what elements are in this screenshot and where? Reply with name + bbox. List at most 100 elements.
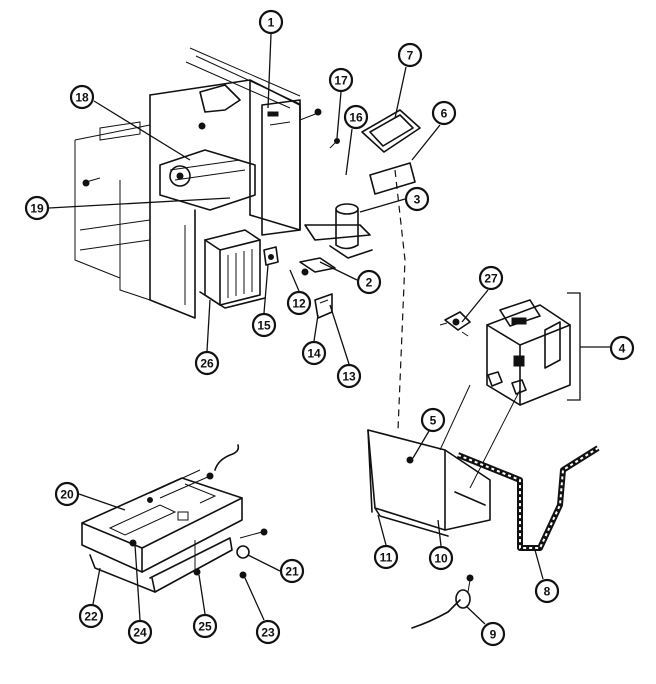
control-bracket	[486, 292, 610, 406]
callout-number: 8	[544, 585, 551, 599]
callout-14: 14	[301, 340, 327, 366]
callout-number: 19	[30, 202, 44, 216]
callout-19: 19	[24, 195, 50, 221]
callout-number: 10	[434, 552, 448, 566]
callout-number: 4	[619, 342, 626, 356]
callout-number: 17	[334, 74, 348, 88]
callout-number: 23	[261, 626, 275, 640]
callout-8: 8	[534, 578, 560, 604]
callout-number: 9	[490, 628, 497, 642]
callout-22: 22	[78, 603, 104, 629]
callout-number: 7	[407, 49, 414, 63]
callout-24: 24	[127, 619, 153, 645]
callout-circle	[397, 42, 423, 68]
callout-21: 21	[279, 558, 305, 584]
screws	[299, 108, 340, 149]
switch-27	[439, 311, 471, 337]
alignment-line	[394, 169, 406, 431]
callout-number: 21	[285, 565, 299, 579]
callout-17: 17	[328, 67, 354, 93]
callout-3: 3	[404, 186, 430, 212]
callout-number: 25	[198, 620, 212, 634]
callout-circle	[428, 545, 454, 571]
callout-circle	[251, 312, 277, 338]
callout-number: 5	[430, 414, 437, 428]
callout-number: 20	[60, 488, 74, 502]
callout-9: 9	[480, 621, 506, 647]
gasket-8	[456, 445, 600, 551]
bracket-13-14	[314, 293, 333, 319]
callout-circle	[373, 544, 399, 570]
callout-12: 12	[286, 290, 312, 316]
callout-circle	[69, 84, 95, 110]
callout-number: 11	[380, 551, 393, 565]
callout-4: 4	[609, 335, 635, 361]
callout-5: 5	[420, 407, 446, 433]
part-6	[369, 162, 416, 195]
callout-number: 6	[441, 107, 448, 121]
callout-number: 18	[75, 91, 89, 105]
callout-circle	[194, 350, 220, 376]
duct-panel	[367, 384, 521, 537]
callout-circle	[78, 603, 104, 629]
callout-13: 13	[336, 363, 362, 389]
callout-circle	[609, 335, 635, 361]
callout-26: 26	[194, 350, 220, 376]
callout-number: 2	[366, 276, 373, 290]
callout-number: 24	[133, 626, 147, 640]
callout-number: 1	[268, 16, 275, 30]
callout-circle	[356, 269, 382, 295]
part-15	[263, 246, 279, 266]
callout-25: 25	[192, 613, 218, 639]
callout-number: 13	[342, 370, 356, 384]
callout-circle	[480, 621, 506, 647]
callout-circle	[301, 340, 327, 366]
transformer	[199, 229, 266, 309]
callout-circle	[534, 578, 560, 604]
callout-circle	[127, 619, 153, 645]
callout-circle	[192, 613, 218, 639]
callout-circle	[279, 558, 305, 584]
callout-15: 15	[251, 312, 277, 338]
callout-circle	[24, 195, 50, 221]
callout-circle	[54, 481, 80, 507]
callout-number: 14	[307, 347, 321, 361]
callout-number: 3	[414, 193, 421, 207]
capacitor	[329, 203, 373, 259]
cord-9	[411, 574, 474, 629]
callout-23: 23	[255, 619, 281, 645]
callout-number: 27	[484, 272, 498, 286]
callout-10: 10	[428, 545, 454, 571]
callout-circle	[478, 265, 504, 291]
part-2	[299, 257, 336, 276]
callout-2: 2	[356, 269, 382, 295]
callout-6: 6	[431, 100, 457, 126]
callout-7: 7	[397, 42, 423, 68]
callout-circle	[420, 407, 446, 433]
callout-labels: 1 17 7 18 16 6 3 19 2 12 27 4 15 14 13 26 5 20 11 10 21 8 22 25…	[24, 9, 635, 647]
callout-number: 16	[349, 111, 363, 125]
leader-lines	[48, 33, 544, 625]
callout-circle	[286, 290, 312, 316]
callout-circle	[255, 619, 281, 645]
chassis-assembly	[74, 47, 371, 319]
callout-circle	[404, 186, 430, 212]
callout-circle	[258, 9, 284, 35]
gasket	[361, 109, 421, 153]
callout-circle	[328, 67, 354, 93]
callout-20: 20	[54, 481, 80, 507]
callout-27: 27	[478, 265, 504, 291]
base-plate	[81, 444, 268, 593]
callout-1: 1	[258, 9, 284, 35]
callout-11: 11	[373, 544, 399, 570]
callout-number: 15	[257, 319, 271, 333]
callout-circle	[343, 104, 369, 130]
callout-number: 12	[292, 297, 306, 311]
callout-circle	[336, 363, 362, 389]
callout-circle	[431, 100, 457, 126]
callout-number: 22	[84, 610, 98, 624]
callout-16: 16	[343, 104, 369, 130]
callout-18: 18	[69, 84, 95, 110]
callout-number: 26	[200, 357, 214, 371]
